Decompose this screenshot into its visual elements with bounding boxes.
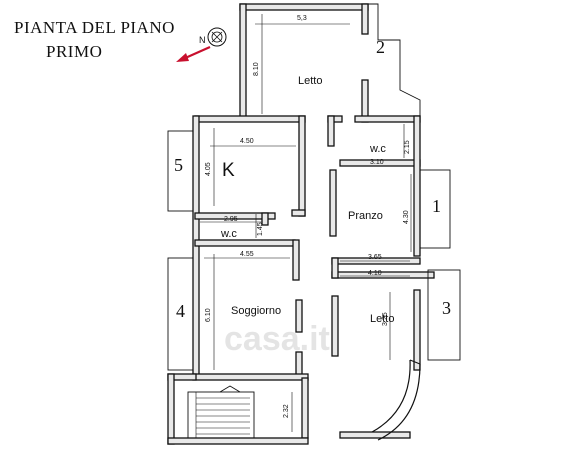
watermark: casa.it: [224, 320, 330, 358]
dimension-lines: [200, 14, 412, 432]
plan-title: PIANTA DEL PIANO: [14, 18, 175, 37]
north-compass-icon: N: [199, 27, 227, 47]
dim-letto-bottom-width: 4.10: [368, 270, 382, 277]
curved-balcony: [371, 359, 421, 441]
dim-soggiorno-width: 4.55: [240, 251, 254, 258]
balcony-number-3: 3: [442, 298, 451, 318]
dim-pranzo-width: 3.65: [368, 254, 382, 261]
room-letto-top: Letto: [298, 75, 322, 87]
dim-wc-left-width: 2.95: [224, 216, 238, 223]
plan-subtitle: PRIMO: [46, 42, 102, 61]
dim-letto-bottom-height: 3.25: [382, 312, 389, 326]
compass-north-label: N: [199, 35, 206, 45]
balcony-number-2: 2: [376, 37, 385, 57]
dim-stair-height: 2.32: [283, 404, 290, 418]
room-pranzo: Pranzo: [348, 210, 383, 222]
dim-top-height: 8.10: [253, 62, 260, 76]
balcony-number-5: 5: [174, 155, 183, 175]
north-arrow-icon: [176, 45, 211, 62]
balcony-number-1: 1: [432, 196, 441, 216]
room-wc-left: w.c: [220, 228, 237, 240]
room-wc-right: w.c: [369, 143, 386, 155]
dim-k-height: 4.05: [205, 162, 212, 176]
dim-soggiorno-height: 6.10: [205, 308, 212, 322]
dim-wc-right-height: 2.15: [404, 140, 411, 154]
room-letto-bottom: Letto: [370, 313, 394, 325]
dim-wc-right-width: 3.10: [370, 159, 384, 166]
dim-wc-left-height: 1.45: [257, 222, 264, 236]
room-k: K: [222, 160, 235, 181]
dim-top-width: 5,3: [297, 15, 307, 22]
dim-pranzo-height: 4.30: [403, 210, 410, 224]
walls: [167, 3, 435, 445]
balconies: [167, 130, 461, 371]
staircase: [187, 385, 255, 439]
balcony-number-4: 4: [176, 301, 185, 321]
room-soggiorno: Soggiorno: [231, 305, 281, 317]
dim-k-width: 4.50: [240, 138, 254, 145]
